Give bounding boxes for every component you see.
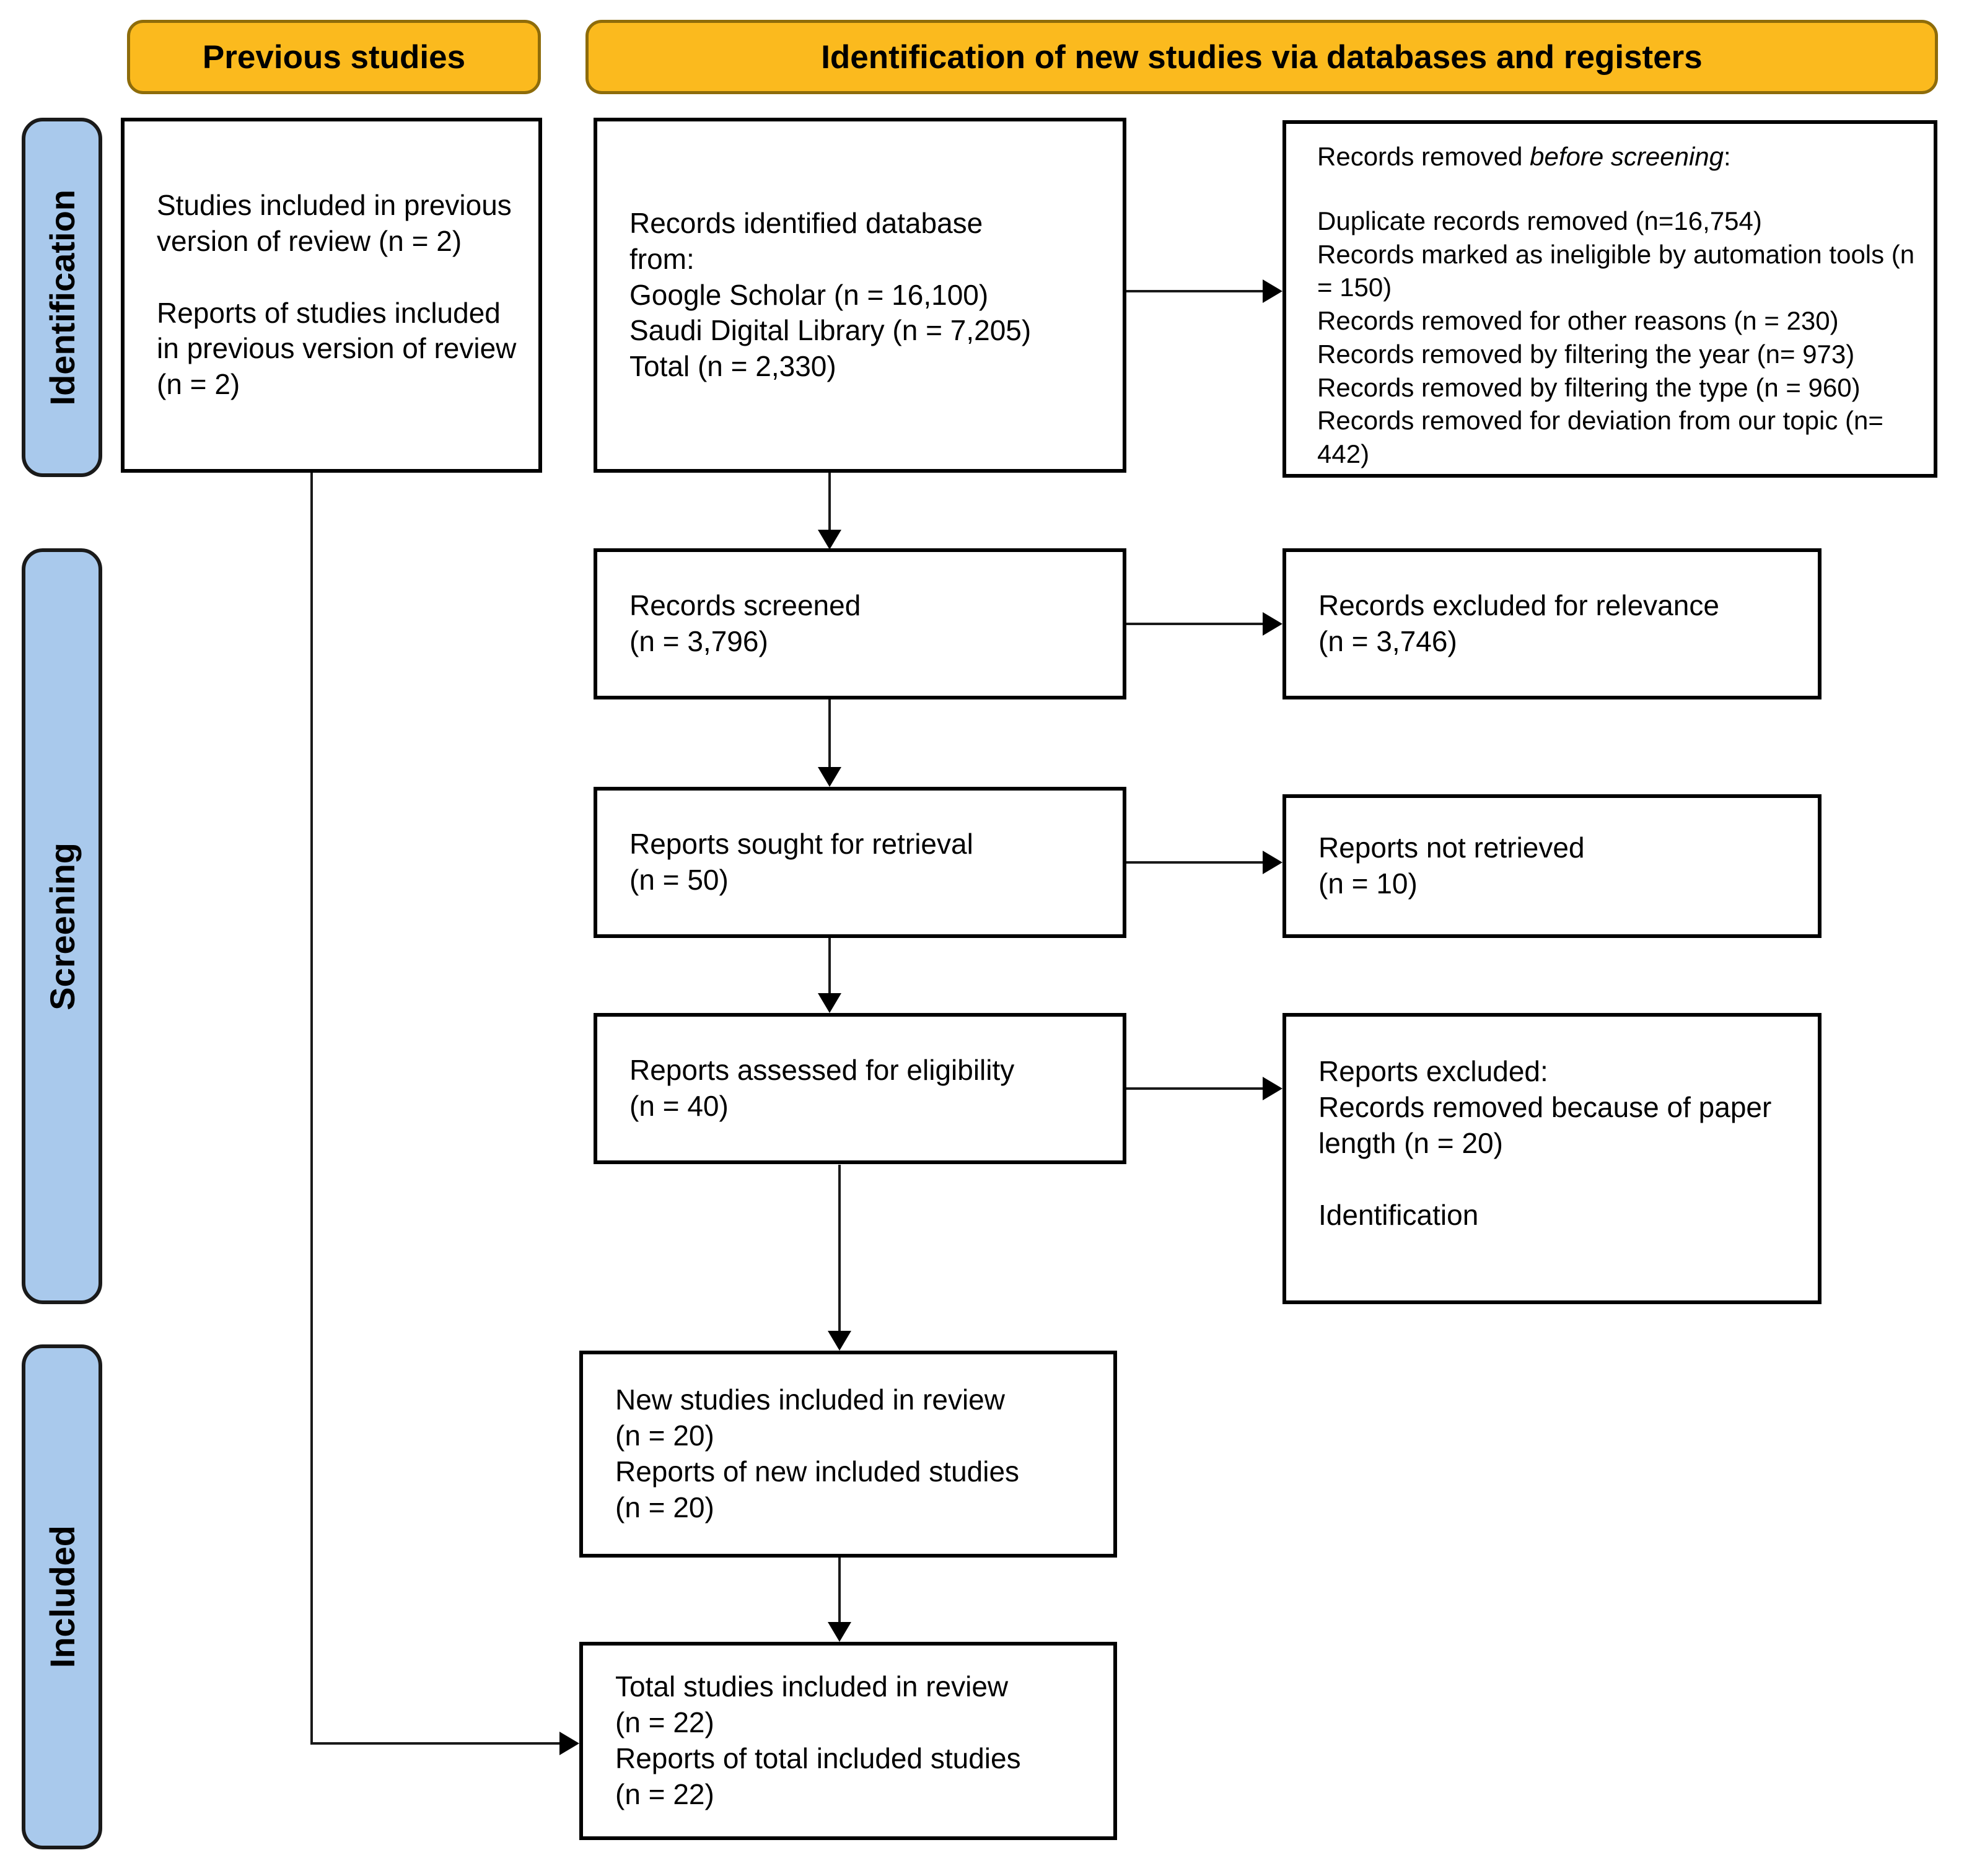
previous-studies-p2: Reports of studies included in previous … [157,296,517,401]
connector-previous-to-total-vertical [310,473,313,1743]
total-studies-l2: (n = 22) [615,1706,714,1739]
stage-label-identification: Identification [42,189,82,406]
reports-not-retrieved-l2: (n = 10) [1318,867,1418,900]
new-studies-box: New studies included in review (n = 20) … [579,1351,1117,1558]
records-screened-l1: Records screened [629,589,861,622]
arrow-screened-to-excluded [1126,623,1264,625]
total-studies-l4: (n = 22) [615,1777,714,1810]
reports-not-retrieved-l1: Reports not retrieved [1318,831,1585,864]
arrow-assessed-to-reportsexcluded [1126,1087,1264,1090]
records-removed-box: Records removed before screening: Duplic… [1282,120,1937,478]
total-studies-l3: Reports of total included studies [615,1742,1021,1774]
records-identified-l3: Saudi Digital Library (n = 7,205) [629,314,1032,347]
records-screened-box: Records screened (n = 3,796) [594,548,1126,699]
previous-studies-p1: Studies included in previous version of … [157,188,512,257]
reports-excluded-l1: Reports excluded: [1318,1055,1548,1087]
previous-studies-box: Studies included in previous version of … [121,118,542,473]
records-identified-l2: Google Scholar (n = 16,100) [629,278,989,311]
reports-assessed-box: Reports assessed for eligibility (n = 40… [594,1013,1126,1164]
new-studies-l2: (n = 20) [615,1419,714,1452]
arrowhead-down-icon [818,530,841,550]
reports-assessed-l1: Reports assessed for eligibility [629,1054,1015,1087]
connector-previous-to-total-horizontal [310,1742,559,1745]
new-studies-l3: Reports of new included studies [615,1455,1020,1488]
reports-excluded-l3: Identification [1318,1198,1479,1231]
records-removed-item: Records marked as ineligible by automati… [1317,239,1915,302]
reports-not-retrieved-box: Reports not retrieved (n = 10) [1282,794,1822,938]
arrowhead-down-icon [818,767,841,787]
records-identified-l1: Records identified database from: [629,206,983,275]
records-excluded-l2: (n = 3,746) [1318,625,1457,657]
new-studies-l1: New studies included in review [615,1383,1005,1416]
arrow-identified-to-screened [828,473,831,530]
spacer [1317,173,1921,204]
arrow-screened-to-sought [828,699,831,769]
arrowhead-down-icon [828,1331,851,1351]
records-removed-title-italic: before screening [1530,142,1724,171]
records-removed-item: Records removed for deviation from our t… [1317,406,1883,468]
reports-excluded-l2: Records removed because of paper length … [1318,1090,1772,1159]
total-studies-box: Total studies included in review (n = 22… [579,1642,1117,1840]
arrowhead-down-icon [818,993,841,1013]
arrowhead-right-icon [1263,1077,1282,1100]
records-removed-title-pre: Records removed [1317,142,1530,171]
records-removed-title-post: : [1724,142,1731,171]
records-removed-item: Records removed for other reasons (n = 2… [1317,306,1839,335]
header-previous-studies: Previous studies [127,20,541,94]
spacer [157,260,520,296]
total-studies-l1: Total studies included in review [615,1670,1009,1703]
reports-sought-box: Reports sought for retrieval (n = 50) [594,787,1126,938]
reports-sought-l2: (n = 50) [629,864,729,896]
records-removed-title: Records removed before screening: [1317,140,1921,173]
records-screened-l2: (n = 3,796) [629,625,768,657]
records-identified-box: Records identified database from: Google… [594,118,1126,473]
arrowhead-right-icon [1263,279,1282,303]
header-new-studies: Identification of new studies via databa… [585,20,1938,94]
arrowhead-down-icon [828,1622,851,1642]
header-previous-studies-label: Previous studies [202,38,466,76]
spacer [1318,1162,1799,1198]
stage-label-screening: Screening [42,842,82,1010]
arrow-identified-to-removed [1126,290,1264,292]
stage-bar-included: Included [22,1344,102,1849]
arrowhead-right-icon [1263,851,1282,874]
stage-bar-identification: Identification [22,118,102,477]
reports-sought-l1: Reports sought for retrieval [629,828,973,861]
records-excluded-l1: Records excluded for relevance [1318,589,1719,622]
header-new-studies-label: Identification of new studies via databa… [821,38,1703,76]
records-excluded-box: Records excluded for relevance (n = 3,74… [1282,548,1822,699]
arrowhead-right-icon [1263,612,1282,636]
arrow-assessed-to-newstudies [838,1165,841,1332]
records-removed-item: Records removed by filtering the year (n… [1317,339,1855,369]
arrow-sought-to-assessed [828,938,831,995]
arrowhead-right-icon [559,1732,579,1755]
arrow-newstudies-to-total [838,1558,841,1623]
reports-excluded-box: Reports excluded: Records removed becaus… [1282,1013,1822,1304]
records-removed-item: Records removed by filtering the type (n… [1317,372,1861,402]
new-studies-l4: (n = 20) [615,1491,714,1523]
reports-assessed-l2: (n = 40) [629,1090,729,1122]
arrow-sought-to-notretrieved [1126,861,1264,864]
stage-bar-screening: Screening [22,548,102,1304]
stage-label-included: Included [42,1525,82,1668]
records-removed-item: Duplicate records removed (n=16,754) [1317,206,1762,235]
records-identified-l4: Total (n = 2,330) [629,350,836,383]
